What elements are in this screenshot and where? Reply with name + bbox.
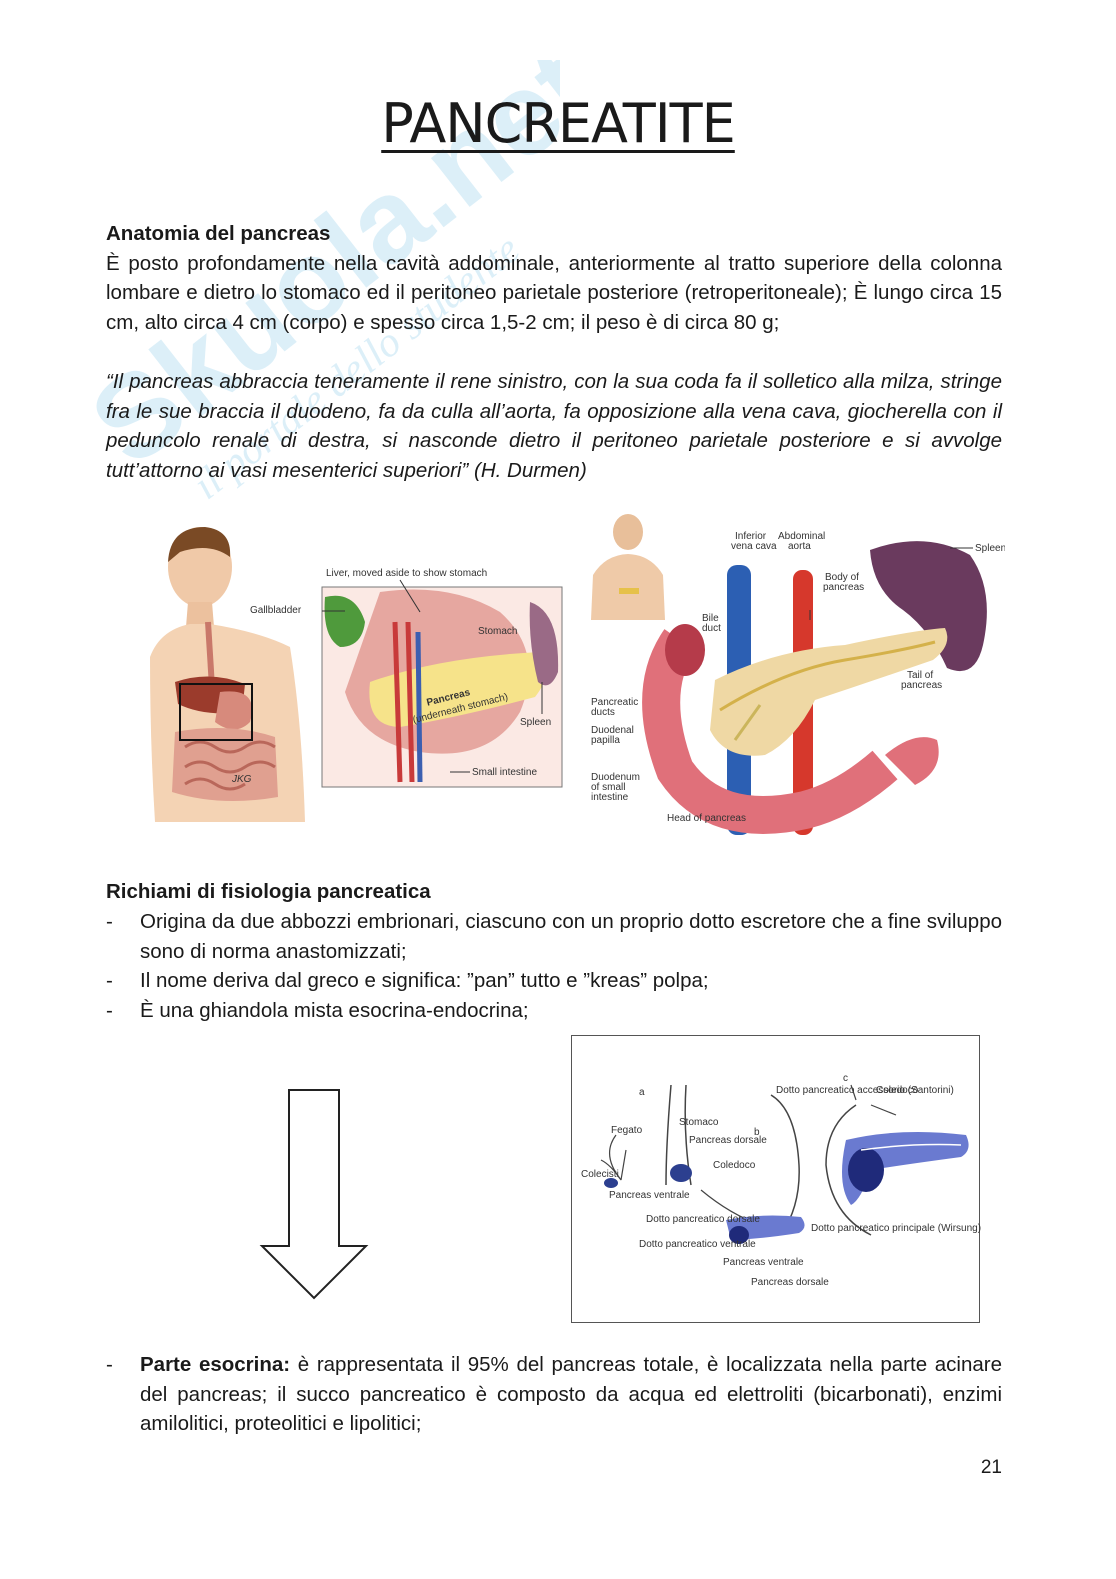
anatomy-paragraph: È posto profondamente nella cavità addom… [106,251,1002,334]
label-spleen-2: Spleen [975,543,1005,554]
label-coledoco-c: Coledoco [876,1085,919,1096]
durmen-quote: “Il pancreas abbraccia teneramente il re… [106,367,1002,485]
label-c: c [843,1073,848,1084]
label-bile-1: Bile [702,613,719,624]
inset-pancreas [369,652,547,727]
label-ducts-1: Pancreatic [591,697,638,708]
page-title: PANCREATITE [381,92,736,155]
spleen-organ [870,541,987,672]
label-ducts-2: ducts [591,707,615,718]
label-duodenum-2: of small [591,782,625,793]
anatomy-section: Anatomia del pancreas È posto profondame… [106,219,1002,337]
list-item: Origina da due abbozzi embrionari, ciasc… [106,907,1002,966]
label-dotto-principale: Dotto pancreatico principale (Wirsung) [811,1223,981,1234]
down-arrow-icon [259,1089,369,1300]
figure-highlight-box [179,683,253,741]
figure-neck [186,602,214,627]
physiology-section: Richiami di fisiologia pancreatica [106,877,1002,907]
figure-intestine [172,728,278,801]
page-number: 21 [980,1457,1002,1478]
label-small-intestine: Small intestine [472,767,537,778]
exocrine-label: Parte esocrina: [140,1353,291,1376]
embryo-dorsal-bud [670,1164,692,1182]
label-gallbladder: Gallbladder [250,605,302,616]
figure-body-pancreas-location: JKG Liver, moved aside to show stomach G… [150,527,563,822]
physiology-heading: Richiami di fisiologia pancreatica [106,880,431,903]
label-pancreas-dorsale: Pancreas dorsale [689,1135,767,1146]
list-item: Parte esocrina: è rappresentata il 95% d… [106,1350,1002,1439]
list-item: Il nome deriva dal greco e significa: ”p… [106,966,1002,996]
label-ivc-2: vena cava [731,541,777,552]
figure-esophagus [205,621,215,688]
label-colecisti: Colecisti [581,1169,619,1180]
label-duodenum-1: Duodenum [591,772,640,783]
figure-pancreas-embryology: a b c Fegato Stomaco Pancreas dorsale Co… [571,1035,981,1323]
label-coledoco: Coledoco [713,1160,756,1171]
exocrine-list: Parte esocrina: è rappresentata il 95% d… [106,1350,1002,1439]
inset-spleen [529,602,559,686]
label-liver: Liver, moved aside to show stomach [326,568,487,579]
label-stomaco: Stomaco [679,1117,719,1128]
label-papilla-1: Duodenal [591,725,634,736]
label-pancreas-ventrale: Pancreas ventrale [609,1190,690,1201]
label-aorta-2: aorta [788,541,811,552]
figure-pancreas-anatomy: Inferior vena cava Abdominal aorta Splee… [591,514,1005,835]
figure-signature: JKG [231,774,252,785]
list-item: È una ghiandola mista esocrina-endocrina… [106,996,1002,1026]
anatomy-heading: Anatomia del pancreas [106,222,331,245]
label-pancreas-dorsale-b: Pancreas dorsale [751,1277,829,1288]
label-papilla-2: papilla [591,735,620,746]
label-a: a [639,1087,645,1098]
figure-stomach-small [215,691,252,730]
embryo-ventral-bud [604,1178,618,1188]
label-pancreas-ventrale-b: Pancreas ventrale [723,1257,804,1268]
label-body-1: Body of [825,572,859,583]
pancreas-organ [710,628,948,756]
label-duodenum-3: intestine [591,792,629,803]
label-spleen: Spleen [520,717,551,728]
mini-figure-pancreas [619,588,639,594]
exocrine-text: è rappresentata il 95% del pancreas tota… [140,1353,1003,1435]
inset-gallbladder [324,595,365,647]
physiology-list: Origina da due abbozzi embrionari, ciasc… [106,907,1002,1025]
label-stomach: Stomach [478,626,517,637]
quote-text: “Il pancreas abbraccia teneramente il re… [106,370,1002,482]
label-dotto-accessorio: Dotto pancreatico accessorio (Santorini) [776,1085,954,1096]
label-fegato: Fegato [611,1125,643,1136]
label-dotto-dorsale: Dotto pancreatico dorsale [646,1214,760,1225]
figure-hair [168,527,231,562]
label-head: Head of pancreas [667,813,746,824]
label-ivc-1: Inferior [735,531,767,542]
mini-figure-head [613,514,643,550]
mini-figure-torso [591,554,665,620]
label-aorta-1: Abdominal [778,531,825,542]
duodenum [642,629,898,834]
label-b: b [754,1127,760,1138]
label-body-2: pancreas [823,582,864,593]
label-bile-2: duct [702,623,721,634]
label-dotto-ventrale: Dotto pancreatico ventrale [639,1239,756,1250]
label-tail-2: pancreas [901,680,942,691]
label-tail-1: Tail of [907,670,933,681]
inset-vessels [392,621,415,783]
